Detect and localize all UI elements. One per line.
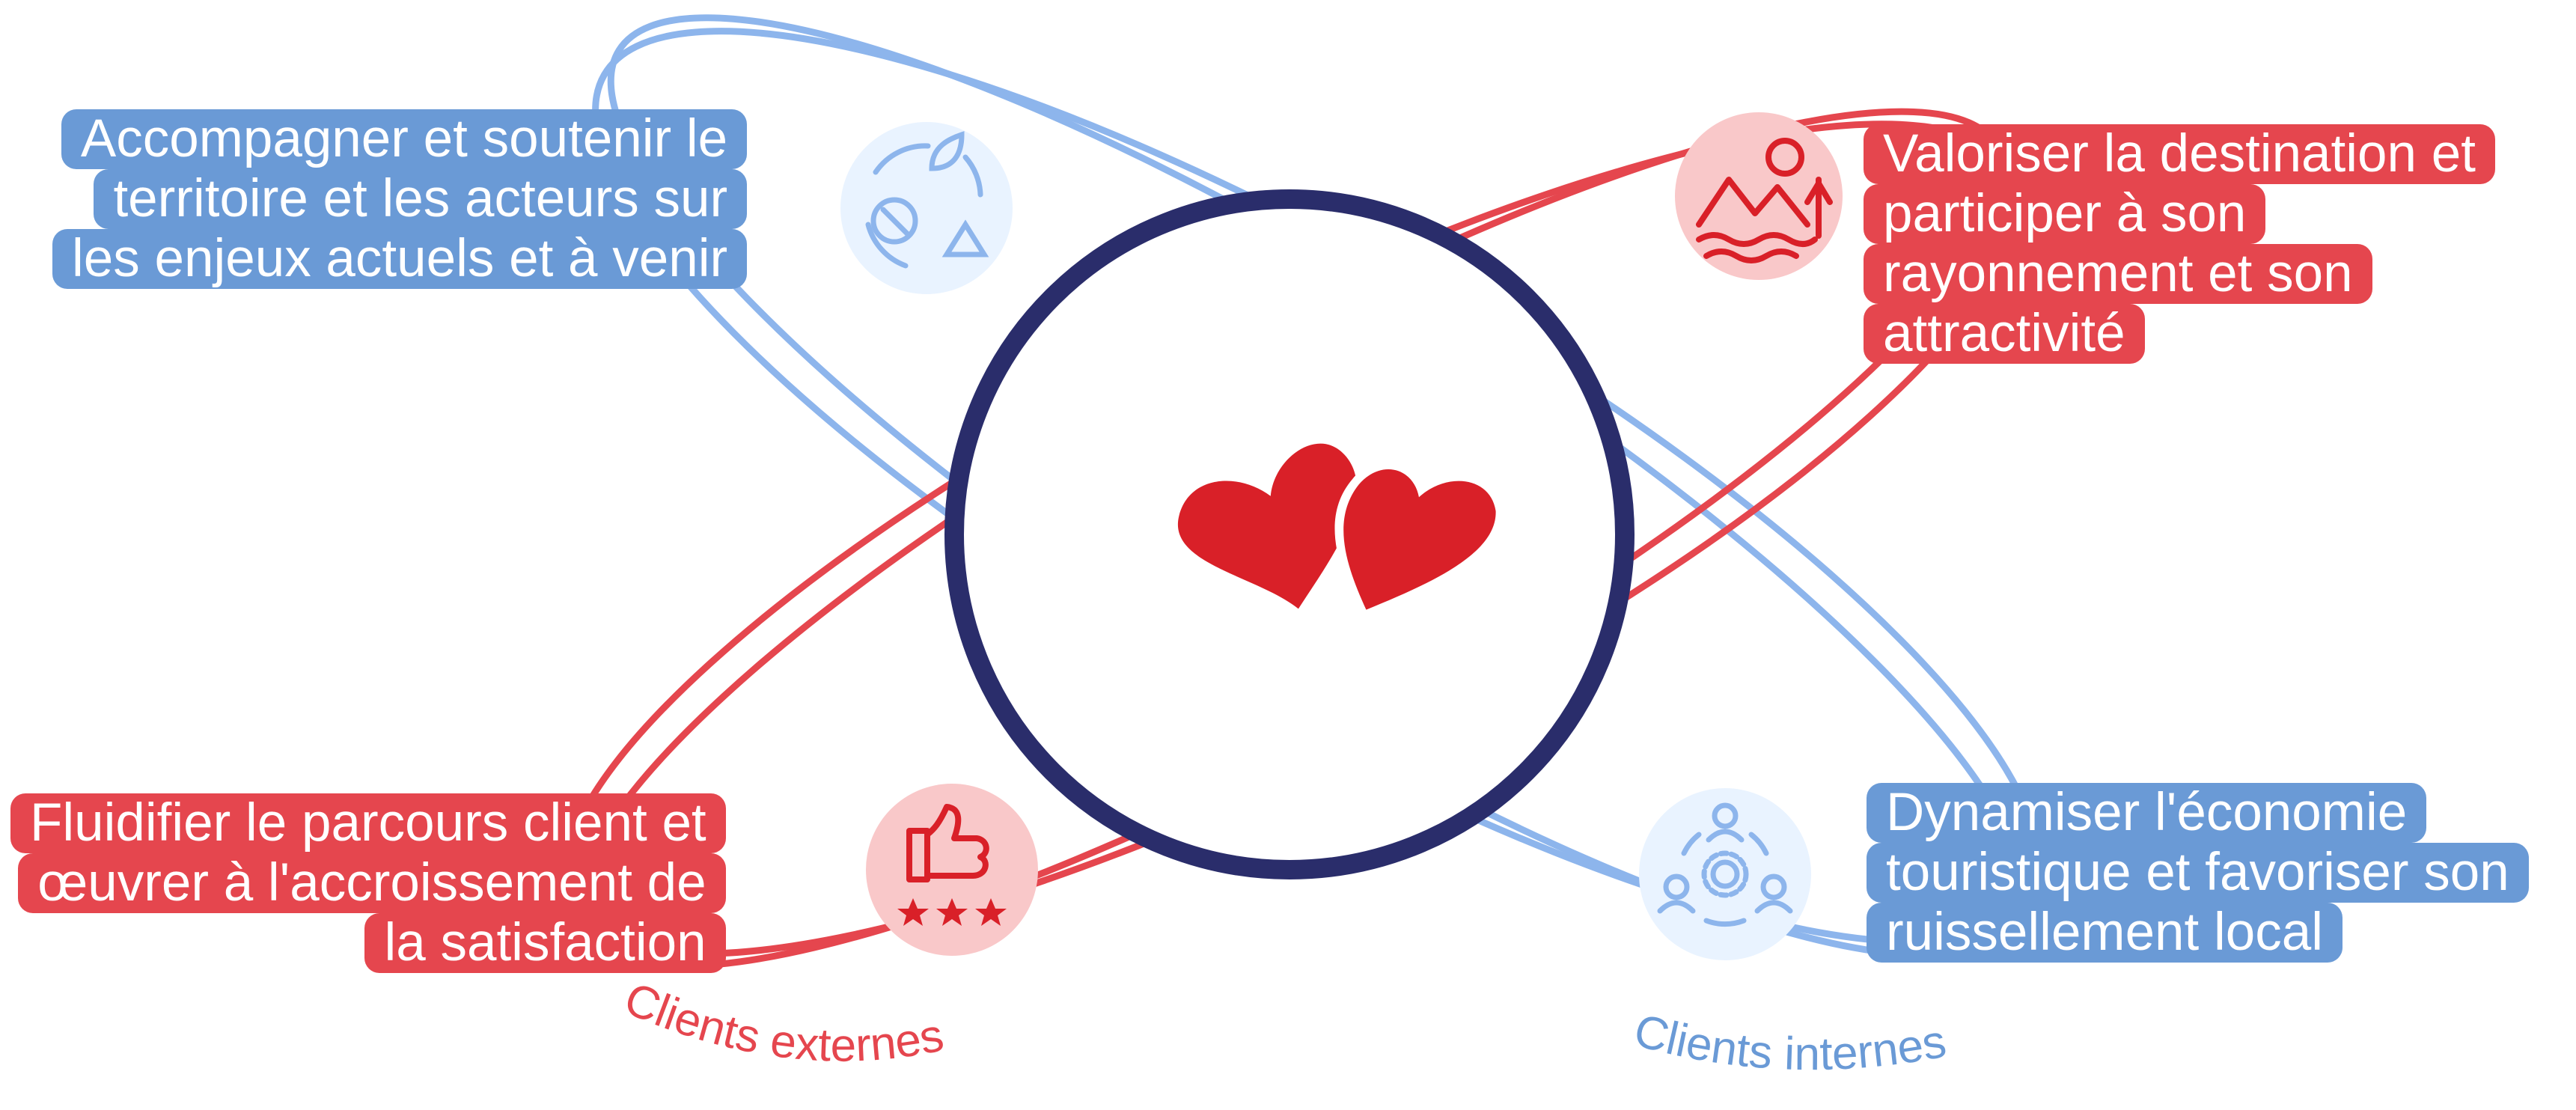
block-valoriser: Valoriser la destination et participer à… [1864,124,2495,364]
two-hearts-icon [1177,443,1504,617]
block-dynamiser: Dynamiser l'économie touristique et favo… [1867,783,2529,963]
clients-internes-label: Clients internes [1629,1004,1950,1080]
people-network-gear-icon [1639,788,1811,960]
block-fluidifier: Fluidifier le parcours client et œuvrer … [10,793,726,973]
block-line: touristique et favoriser son [1867,843,2529,903]
block-line: la satisfaction [364,913,726,973]
block-line: les enjeux actuels et à venir [52,229,748,289]
block-line: ruissellement local [1867,903,2343,963]
block-line: attractivité [1864,304,2145,364]
block-line: Dynamiser l'économie [1867,783,2427,843]
block-line: Accompagner et soutenir le [61,109,748,169]
block-accompagner: Accompagner et soutenir le territoire et… [52,109,748,289]
block-line: rayonnement et son [1864,244,2372,304]
clients-externes-label: Clients externes [617,973,948,1072]
landscape-sun-icon [1675,112,1843,280]
block-line: Valoriser la destination et [1864,124,2495,184]
sustainability-cycle-icon [840,122,1013,294]
block-line: territoire et les acteurs sur [94,169,748,229]
block-line: Fluidifier le parcours client et [10,793,726,853]
block-line: œuvrer à l'accroissement de [18,853,726,913]
thumbs-up-stars-icon [866,784,1038,956]
block-line: participer à son [1864,184,2266,244]
